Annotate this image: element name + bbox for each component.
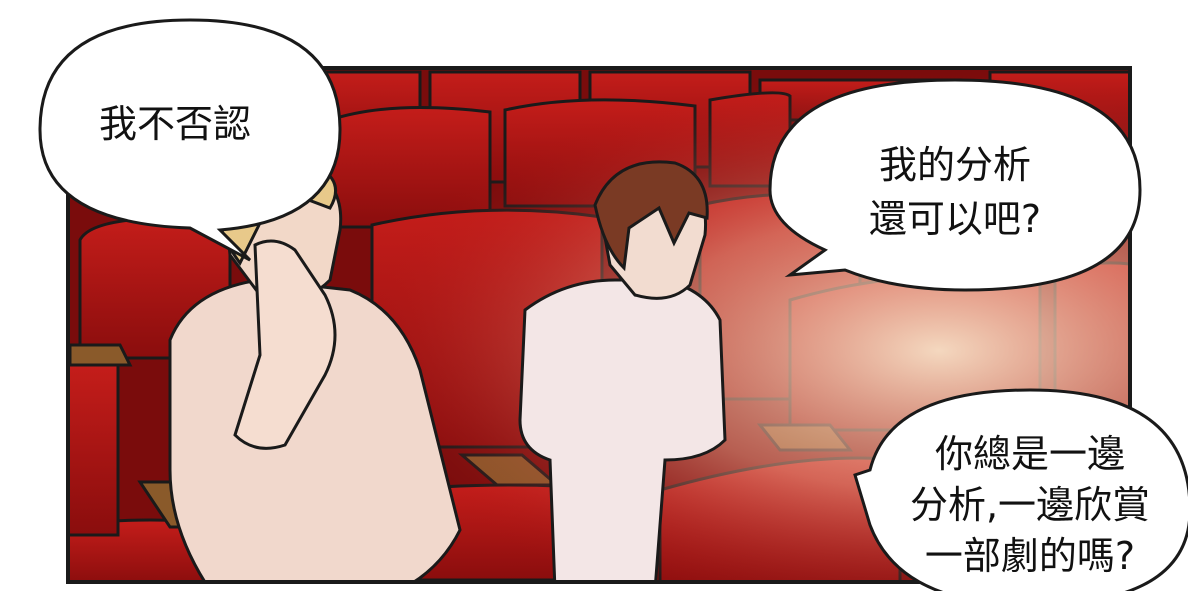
speech-line-3: 一部劇的嗎?: [925, 534, 1135, 578]
speech-line-2: 分析,一邊欣賞: [910, 483, 1150, 527]
speech-bubble-right-bottom: 你總是一邊 分析,一邊欣賞 一部劇的嗎?: [853, 388, 1188, 591]
speech-line-1: 我的分析: [879, 143, 1031, 187]
speech-bubble-left: 我不否認: [38, 18, 342, 262]
speech-line-1: 你總是一邊: [935, 432, 1125, 476]
brown-haired-man: [518, 160, 727, 582]
speech-line-2: 還可以吧?: [869, 197, 1041, 241]
panel-border: [66, 66, 1132, 584]
speech-bubble-right-top: 我的分析 還可以吧?: [768, 78, 1142, 292]
speech-text-left: 我不否認: [99, 102, 251, 146]
